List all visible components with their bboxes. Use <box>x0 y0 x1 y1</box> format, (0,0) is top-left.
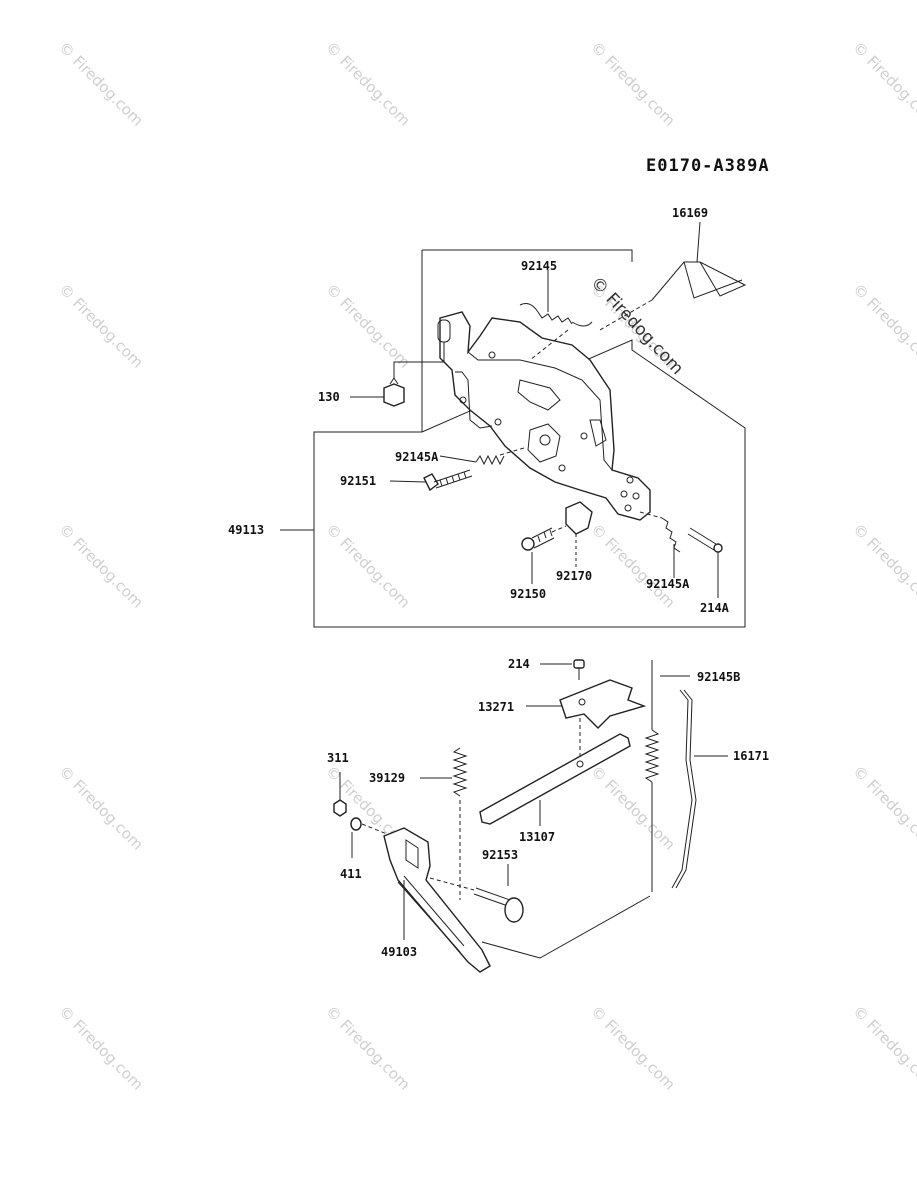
label-92170: 92170 <box>556 569 592 583</box>
spring-part-92145A-right <box>639 511 681 578</box>
watermark-tile: © Firedog.com <box>322 1002 414 1094</box>
screw-part-92150 <box>521 525 567 584</box>
assembly-frame-49113 <box>313 249 746 628</box>
watermark-tile-text: © Firedog.com <box>322 520 414 612</box>
watermark-tile-text: © Firedog.com <box>587 520 679 612</box>
diagram-code: E0170-A389A <box>646 156 770 176</box>
spring-part-92145 <box>519 270 593 361</box>
pin-part-214A <box>687 527 723 598</box>
watermark-tile: © Firedog.com <box>849 1002 917 1094</box>
watermark-tile-text: © Firedog.com <box>55 1002 147 1094</box>
watermark-tile-text: © Firedog.com <box>849 762 917 854</box>
bracket-part-13271 <box>526 679 647 760</box>
label-411: 411 <box>340 867 362 881</box>
watermark-tile-text: © Firedog.com <box>55 38 147 130</box>
watermark-tile-text: © Firedog.com <box>587 38 679 130</box>
large-watermark: © Firedog.com <box>586 273 687 379</box>
watermark-layer: © Firedog.com © Firedog.com © Firedog.com ©… <box>55 38 917 1094</box>
label-92150: 92150 <box>510 587 546 601</box>
label-130: 130 <box>318 390 340 404</box>
watermark-tile-text: © Firedog.com <box>55 280 147 372</box>
label-214: 214 <box>508 657 530 671</box>
spring-part-92145A-left <box>439 447 525 466</box>
washer-part-411 <box>350 817 393 858</box>
label-16169: 16169 <box>672 206 708 220</box>
watermark-tile-text: © Firedog.com <box>55 762 147 854</box>
spring-part-39129 <box>420 747 468 900</box>
lever-part-49103 <box>383 827 491 973</box>
label-92145A-lower: 92145A <box>646 577 690 591</box>
nut-part-311 <box>333 772 347 817</box>
watermark-tile-text: © Firedog.com <box>55 520 147 612</box>
watermark-tile-text: © Firedog.com <box>587 762 679 854</box>
watermark-tile: © Firedog.com <box>587 520 679 612</box>
label-92153: 92153 <box>482 848 518 862</box>
shaft-part-13107 <box>479 733 631 826</box>
watermark-tile: © Firedog.com <box>849 280 917 372</box>
label-13107: 13107 <box>519 830 555 844</box>
watermark-tile-text: © Firedog.com <box>849 280 917 372</box>
label-92151: 92151 <box>340 474 376 488</box>
wire-clip-part-16169 <box>599 221 747 331</box>
part-labels: 16169 92145 130 92145A 92151 49113 92150… <box>228 206 769 959</box>
watermark-tile: © Firedog.com <box>322 520 414 612</box>
label-49113: 49113 <box>228 523 264 537</box>
watermark-tile: © Firedog.com <box>55 280 147 372</box>
watermark-tile: © Firedog.com <box>322 280 414 372</box>
watermark-tile: © Firedog.com <box>55 1002 147 1094</box>
control-plate-part <box>437 311 651 521</box>
label-16171: 16171 <box>733 749 769 763</box>
watermark-tile: © Firedog.com <box>849 520 917 612</box>
label-39129: 39129 <box>369 771 405 785</box>
spring-part-92145B <box>644 660 690 892</box>
watermark-tile-text: © Firedog.com <box>849 520 917 612</box>
watermark-tile: © Firedog.com <box>587 1002 679 1094</box>
label-311: 311 <box>327 751 349 765</box>
label-13271: 13271 <box>478 700 514 714</box>
watermark-tile: © Firedog.com <box>55 38 147 130</box>
bolt-part-130 <box>350 342 445 407</box>
watermark-tile: © Firedog.com <box>587 762 679 854</box>
watermark-tile-text: © Firedog.com <box>587 1002 679 1094</box>
watermark-tile: © Firedog.com <box>587 38 679 130</box>
label-92145A-upper: 92145A <box>395 450 439 464</box>
watermark-tile: © Firedog.com <box>849 38 917 130</box>
label-49103: 49103 <box>381 945 417 959</box>
watermark-tile: © Firedog.com <box>55 762 147 854</box>
screw-part-92151 <box>389 469 473 492</box>
label-92145B: 92145B <box>697 670 740 684</box>
watermark-tile-text: © Firedog.com <box>322 280 414 372</box>
watermark-tile-text: © Firedog.com <box>849 38 917 130</box>
watermark-tile-text: © Firedog.com <box>322 38 414 130</box>
connector-line-bottom <box>481 895 651 959</box>
label-214A: 214A <box>700 601 730 615</box>
watermark-tile: © Firedog.com <box>322 38 414 130</box>
screw-part-214 <box>540 659 585 680</box>
plate-part-92170 <box>565 501 593 568</box>
rod-part-16171 <box>671 689 728 889</box>
watermark-tile-text: © Firedog.com <box>322 1002 414 1094</box>
bolt-part-92153 <box>429 864 524 923</box>
watermark-tile: © Firedog.com <box>849 762 917 854</box>
watermark-tile-text: © Firedog.com <box>849 1002 917 1094</box>
label-92145: 92145 <box>521 259 557 273</box>
large-watermark-text: © Firedog.com <box>586 273 687 379</box>
watermark-tile: © Firedog.com <box>55 520 147 612</box>
